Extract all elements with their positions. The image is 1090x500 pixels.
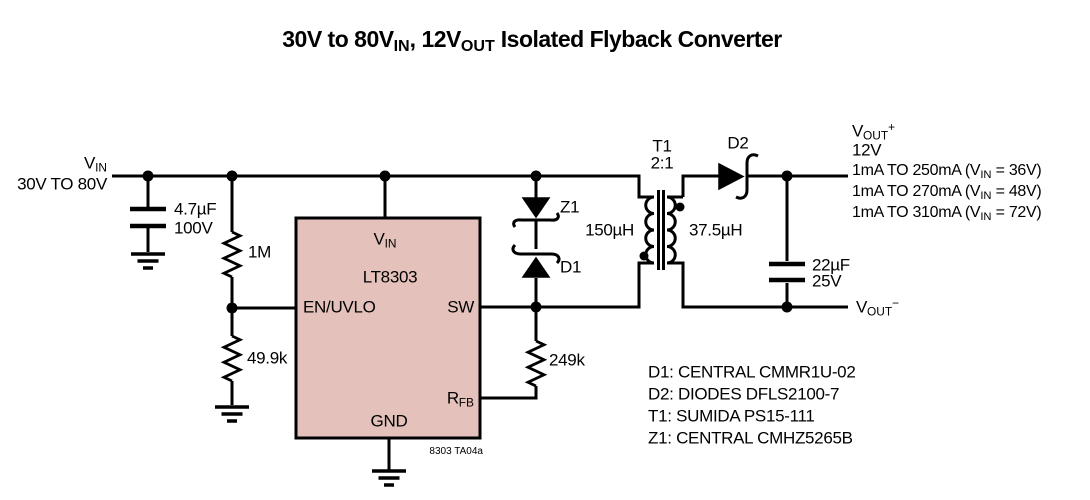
diode-d2-ref: D2	[727, 133, 749, 153]
transformer-ref: T1	[652, 136, 672, 156]
secondary-phase-dot	[675, 202, 685, 212]
resistor-1m-label: 1M	[248, 242, 272, 262]
junction-dot	[226, 170, 238, 182]
schematic-title: 30V to 80VIN, 12VOUT Isolated Flyback Co…	[282, 26, 782, 56]
zener-z1-symbol	[512, 197, 560, 228]
ground-symbol-input-cap	[129, 252, 167, 270]
ic-pin-sw: SW	[447, 297, 474, 317]
ic-pin-en-uvlo: EN/UVLO	[303, 297, 376, 317]
vin-range-label: 30V TO 80V	[17, 174, 107, 194]
vin-source-label: VIN	[84, 153, 107, 175]
resistor-1m-symbol	[222, 230, 242, 279]
diode-d2-symbol	[718, 153, 759, 200]
junction-dot	[781, 170, 793, 182]
output-rating-line: 1mA TO 270mA (VIN = 48V)	[852, 183, 1042, 202]
input-cap-value: 4.7µF	[174, 199, 217, 219]
junction-dot	[379, 170, 391, 182]
junction-dot	[226, 302, 238, 314]
parts-note-z1: Z1: CENTRAL CMHZ5265B	[648, 428, 853, 448]
parts-note-t1: T1: SUMIDA PS15-111	[648, 406, 815, 426]
wire-network	[112, 174, 848, 470]
junction-dot	[530, 301, 542, 313]
ic-name: LT8303	[362, 267, 418, 287]
junction-dots	[142, 170, 793, 314]
primary-inductance-label: 150µH	[585, 220, 634, 240]
output-rating-line: 1mA TO 310mA (VIN = 72V)	[852, 204, 1042, 223]
resistor-249k-label: 249k	[549, 350, 585, 370]
ground-symbol-divider	[213, 405, 251, 423]
resistor-49k9-label: 49.9k	[247, 348, 288, 368]
junction-dot	[142, 170, 154, 182]
junction-dot	[530, 170, 542, 182]
input-cap-rating: 100V	[174, 218, 213, 238]
ground-symbol-ic	[370, 469, 408, 487]
zener-z1-ref: Z1	[560, 197, 580, 217]
resistor-49k9-symbol	[222, 334, 242, 383]
ic-body	[294, 216, 482, 440]
parts-note-d2: D2: DIODES DFLS2100-7	[648, 384, 840, 404]
ic-pin-vin: VIN	[373, 229, 397, 251]
vout-voltage-label: 12V	[852, 140, 882, 160]
diode-d1-ref: D1	[560, 257, 582, 277]
output-cap-rating: 25V	[812, 271, 842, 291]
diode-d1-symbol	[511, 243, 561, 278]
output-capacitor-symbol	[769, 261, 805, 283]
vout-minus-label: VOUT−	[856, 296, 900, 319]
output-rating-line: 1mA TO 250mA (VIN = 36V)	[852, 162, 1042, 181]
input-capacitor-symbol	[130, 206, 166, 229]
resistor-249k-symbol	[526, 339, 546, 388]
ic-pin-gnd: GND	[370, 411, 408, 431]
doc-note: 8303 TA04a	[429, 446, 483, 457]
transformer-t1-symbol	[639, 190, 685, 270]
parts-note-d1: D1: CENTRAL CMMR1U-02	[648, 362, 856, 382]
ic-pin-rfb: RFB	[446, 388, 474, 410]
output-cap-value: 22µF	[812, 255, 850, 275]
primary-phase-dot	[639, 251, 649, 261]
transformer-ratio: 2:1	[650, 153, 674, 173]
secondary-inductance-label: 37.5µH	[689, 220, 743, 240]
junction-dot	[781, 301, 793, 313]
vout-plus-label: VOUT+	[852, 120, 896, 143]
